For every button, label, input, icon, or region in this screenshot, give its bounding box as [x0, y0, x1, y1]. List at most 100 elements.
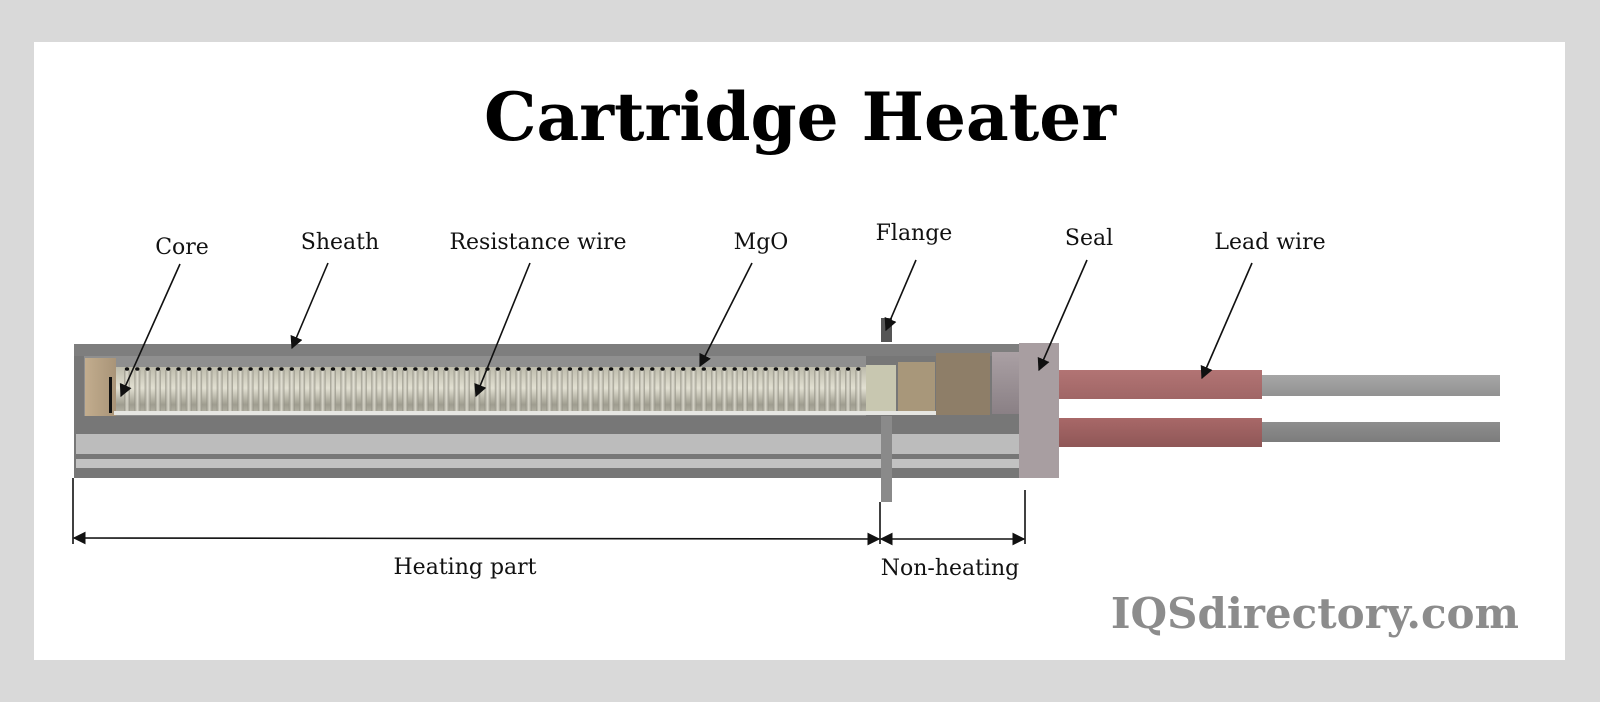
coil-turn [783, 370, 790, 411]
flange-bottom [881, 416, 892, 502]
seal [1019, 343, 1059, 478]
coil-turn [711, 370, 718, 411]
dim-heating-part [72, 531, 881, 546]
coil-wire-dot [382, 367, 387, 371]
coil-turn [803, 370, 810, 411]
cartridge-heater-diagram: Cartridge Heater [72, 78, 1519, 638]
coil-wire-dot [845, 367, 851, 371]
coil-turn [309, 370, 316, 411]
coil-turn [762, 370, 769, 411]
coil-turn [206, 370, 213, 411]
core-rod [109, 377, 112, 413]
coil-wire-dot [598, 367, 603, 371]
coil-wire-dot [670, 367, 676, 371]
coil-turn [824, 370, 831, 411]
coil-turn [257, 370, 264, 411]
coil-wire-dot [578, 367, 583, 371]
coil-wire-dot [804, 367, 809, 371]
leader-flange [884, 259, 917, 332]
leader-seal [1037, 259, 1088, 372]
coil-turn [566, 370, 573, 411]
coil-turn [330, 370, 336, 411]
coil-turn [731, 370, 738, 411]
coil-wire-dot [227, 367, 233, 371]
coil-wire-dot [361, 367, 367, 371]
coil-wire-dot [650, 367, 655, 371]
coil-wire-dot [166, 367, 171, 371]
coil-turn [814, 370, 821, 411]
label-sheath: Sheath [301, 230, 379, 255]
coil-wire-dot [526, 367, 531, 371]
coil-turn [608, 370, 615, 411]
coil-wire-dot [279, 367, 284, 371]
coil-wire-dot [402, 367, 408, 371]
coil-wire-dot [299, 367, 305, 371]
coil-wire-dot [567, 367, 573, 371]
coil-wire-dot [763, 367, 768, 371]
label-flange: Flange [876, 221, 953, 246]
coil-turn [340, 370, 347, 411]
coil-turn [237, 370, 244, 411]
coil-turn [669, 370, 676, 411]
coil-turn [175, 370, 182, 411]
sheath-stripe [76, 434, 1020, 454]
coil-wire-dot [814, 367, 820, 371]
coil-wire-dot [196, 367, 202, 371]
coil-turn [474, 370, 481, 411]
coil-wire-dot [330, 367, 336, 371]
coil-turn [834, 370, 841, 411]
label-core: Core [155, 235, 209, 260]
lead-wire-conductor [1262, 422, 1500, 442]
coil-wire-dot [444, 367, 449, 371]
coil-wire-dot [588, 367, 593, 371]
coil-wire-dot [320, 367, 325, 371]
coil-turn [299, 370, 306, 411]
coil-turn [412, 370, 419, 411]
coil-turn [721, 370, 728, 411]
coil-wire-dot [516, 367, 521, 371]
coil-wire-dot [825, 367, 830, 371]
coil-wire-dot [794, 367, 799, 371]
coil-wire-dot [145, 367, 150, 371]
coil-wire-dot [289, 367, 294, 371]
coil-turn [484, 370, 491, 411]
coil-turn [268, 370, 275, 411]
label-mgo: MgO [734, 230, 789, 255]
coil-wire-dot [547, 367, 552, 371]
diagram-canvas: Cartridge Heater [34, 42, 1565, 660]
diagram-title: Cartridge Heater [484, 78, 1117, 156]
coil-turn [505, 370, 512, 411]
leader-resistance-wire [474, 262, 531, 398]
coil-turn [360, 370, 367, 411]
coil-turn [391, 370, 398, 411]
coil-turn [515, 370, 522, 411]
lead-wire-insulation [1059, 418, 1262, 447]
coil-turns [124, 367, 862, 411]
ceramic-insulator [936, 353, 990, 415]
coil-turn [772, 370, 779, 411]
coil-turn [463, 370, 470, 411]
coil-turn [288, 370, 295, 411]
coil-wire-dot [691, 367, 696, 371]
leader-sheath [290, 262, 329, 350]
coil-wire-dot [464, 367, 470, 371]
coil-wire-dot [856, 367, 861, 371]
coil-wire-dot [217, 367, 222, 371]
coil-turn [494, 370, 501, 411]
coil-wire-dot [619, 367, 624, 371]
coil-wire-dot [732, 367, 737, 371]
coil-turn [165, 370, 172, 411]
coil-wire-dot [475, 367, 480, 371]
coil-wire-dot [639, 367, 645, 371]
coil-turn [154, 370, 161, 411]
coil-turn [752, 370, 759, 411]
leader-core [119, 263, 181, 398]
coil-wire-dot [176, 367, 181, 371]
coil-turn [422, 370, 429, 411]
coil-wire-dot [557, 367, 562, 371]
lead-wire-conductor [1262, 375, 1500, 396]
coil-turn [845, 370, 851, 411]
coil-turn [319, 370, 326, 411]
lead-wire-insulation [1059, 370, 1262, 399]
coil-wire-dot [392, 367, 397, 371]
